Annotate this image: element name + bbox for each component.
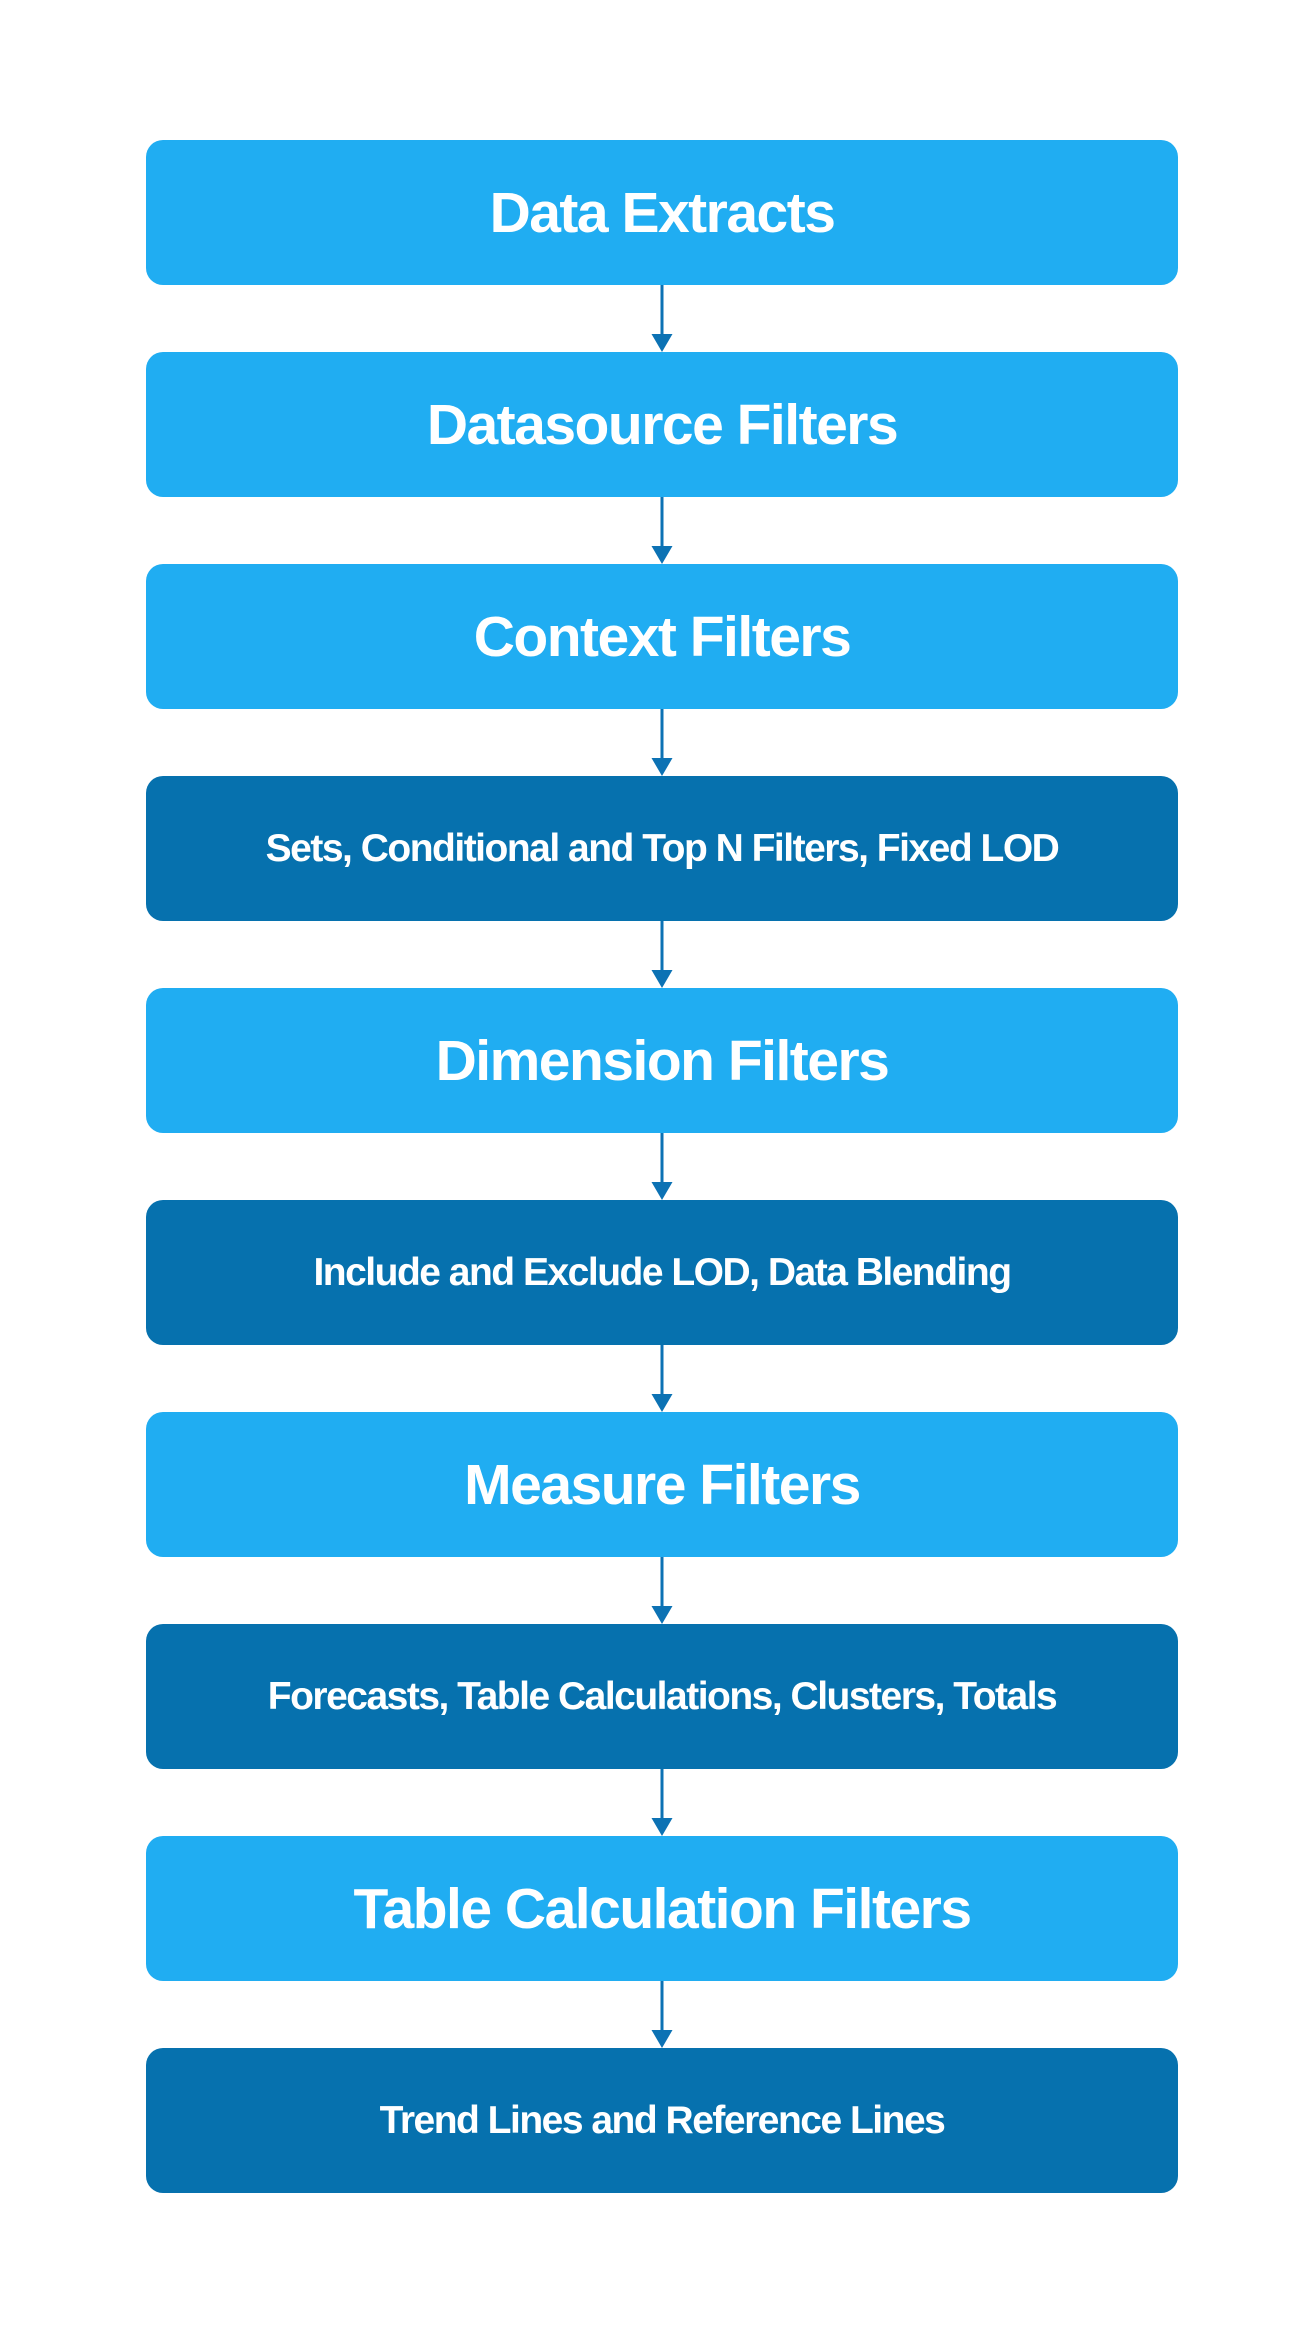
arrow-down-icon xyxy=(651,1557,673,1624)
flow-step-dimension-filters: Dimension Filters xyxy=(146,988,1178,1133)
arrow-down-connector xyxy=(146,1345,1178,1412)
flow-step-include-and-exclude-lod-data-blending: Include and Exclude LOD, Data Blending xyxy=(146,1200,1178,1345)
arrow-down-connector xyxy=(146,709,1178,776)
flow-step-label: Data Extracts xyxy=(489,180,836,245)
arrow-down-icon xyxy=(651,497,673,564)
flow-step-context-filters: Context Filters xyxy=(146,564,1178,709)
flow-step-label: Dimension Filters xyxy=(435,1028,890,1093)
arrow-down-icon xyxy=(651,709,673,776)
order-of-operations-flow: Data Extracts Datasource Filters Context… xyxy=(146,140,1178,2193)
flow-step-label: Context Filters xyxy=(473,604,852,669)
flow-step-label: Datasource Filters xyxy=(426,392,899,457)
arrow-down-connector xyxy=(146,921,1178,988)
flow-step-forecasts-table-calculations-clusters-totals: Forecasts, Table Calculations, Clusters,… xyxy=(146,1624,1178,1769)
arrow-down-icon xyxy=(651,1769,673,1836)
flow-step-datasource-filters: Datasource Filters xyxy=(146,352,1178,497)
flow-step-measure-filters: Measure Filters xyxy=(146,1412,1178,1557)
arrow-down-icon xyxy=(651,1133,673,1200)
arrow-down-connector xyxy=(146,1133,1178,1200)
flow-step-label: Table Calculation Filters xyxy=(353,1876,972,1941)
arrow-down-connector xyxy=(146,285,1178,352)
flow-step-label: Include and Exclude LOD, Data Blending xyxy=(313,1250,1012,1294)
arrow-down-icon xyxy=(651,1345,673,1412)
flow-step-sets-conditional-and-top-n-filters-fixed-lod: Sets, Conditional and Top N Filters, Fix… xyxy=(146,776,1178,921)
arrow-down-icon xyxy=(651,285,673,352)
arrow-down-connector xyxy=(146,1981,1178,2048)
arrow-down-connector xyxy=(146,1769,1178,1836)
arrow-down-icon xyxy=(651,1981,673,2048)
arrow-down-connector xyxy=(146,1557,1178,1624)
flow-step-label: Measure Filters xyxy=(464,1452,861,1517)
flow-step-trend-lines-and-reference-lines: Trend Lines and Reference Lines xyxy=(146,2048,1178,2193)
flow-step-table-calculation-filters: Table Calculation Filters xyxy=(146,1836,1178,1981)
arrow-down-icon xyxy=(651,921,673,988)
flow-step-label: Sets, Conditional and Top N Filters, Fix… xyxy=(265,826,1060,870)
flow-step-label: Forecasts, Table Calculations, Clusters,… xyxy=(267,1674,1058,1718)
arrow-down-connector xyxy=(146,497,1178,564)
flow-step-data-extracts: Data Extracts xyxy=(146,140,1178,285)
flow-step-label: Trend Lines and Reference Lines xyxy=(379,2098,946,2142)
